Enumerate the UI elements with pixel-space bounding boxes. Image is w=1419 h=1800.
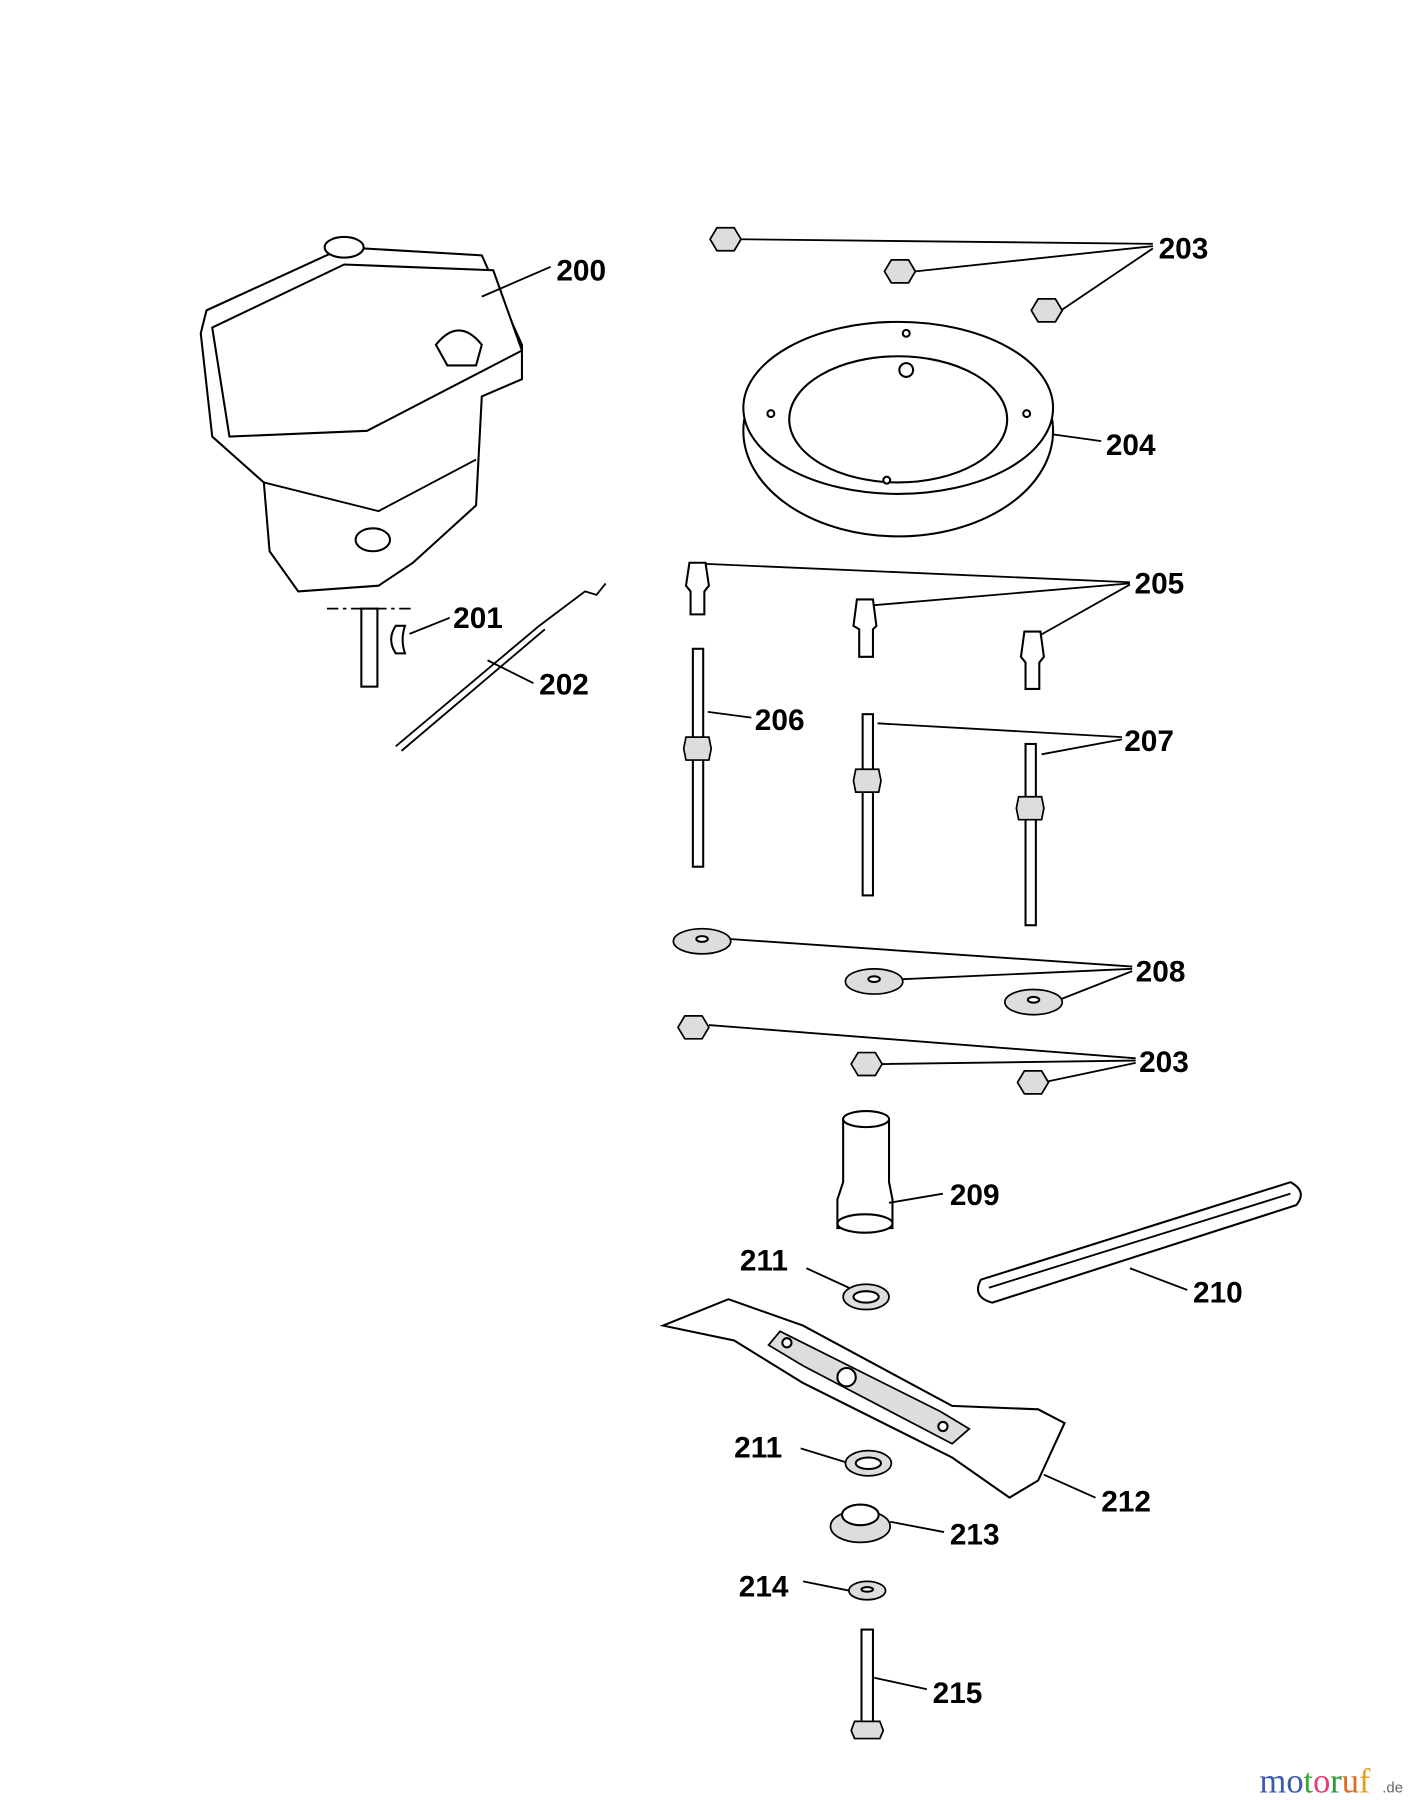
blade-holder-part-213 xyxy=(829,1503,892,1544)
washer-part-214 xyxy=(848,1580,887,1601)
watermark-letter: o xyxy=(1286,1762,1303,1800)
leader-lines xyxy=(409,238,1188,1691)
callout-203-top: 203 xyxy=(1159,233,1209,266)
callout-212: 212 xyxy=(1101,1485,1151,1518)
callout-209: 209 xyxy=(950,1179,1000,1212)
lock-nuts-bottom-part-203 xyxy=(676,1014,1050,1095)
watermark-letter: f xyxy=(1359,1762,1371,1800)
mounting-ring-part-204 xyxy=(742,320,1055,538)
shaft-key-part-201 xyxy=(326,607,413,688)
studs-part-206-207 xyxy=(682,647,1045,927)
callout-206: 206 xyxy=(755,704,805,737)
watermark-suffix: .de xyxy=(1382,1780,1403,1796)
watermark-letter: o xyxy=(1313,1762,1330,1800)
svg-text:motoruf: motoruf xyxy=(1260,1762,1371,1800)
callout-202: 202 xyxy=(539,669,589,702)
watermark-letter: u xyxy=(1342,1762,1359,1800)
watermark-letter: r xyxy=(1330,1762,1342,1800)
callout-211-top: 211 xyxy=(740,1245,788,1278)
washers-part-208 xyxy=(672,927,1064,1016)
callout-214: 214 xyxy=(739,1570,789,1603)
watermark-letter: t xyxy=(1304,1762,1314,1800)
spacers-part-205 xyxy=(684,561,1045,690)
callout-204: 204 xyxy=(1106,429,1156,462)
blade-bolt-part-215 xyxy=(850,1628,885,1740)
callout-208: 208 xyxy=(1136,955,1186,988)
throttle-cable-part-202 xyxy=(395,582,607,752)
callout-205: 205 xyxy=(1135,568,1185,601)
callout-210: 210 xyxy=(1193,1277,1243,1310)
watermark-letter: m xyxy=(1260,1762,1287,1800)
v-belt-part-210 xyxy=(977,1181,1302,1304)
callout-200: 200 xyxy=(556,255,606,288)
motoruf-watermark-logo: motoruf .de xyxy=(1260,1762,1403,1800)
callout-203-bottom: 203 xyxy=(1139,1046,1189,1079)
blade-adapter-part-209 xyxy=(836,1110,894,1234)
lock-nuts-top-part-203 xyxy=(709,226,1064,323)
engine-part-200 xyxy=(199,235,524,593)
callout-215: 215 xyxy=(933,1677,983,1710)
mower-blade-part-212 xyxy=(659,1298,1066,1499)
callout-211-bottom: 211 xyxy=(734,1432,782,1465)
callout-213: 213 xyxy=(950,1519,1000,1552)
callout-207: 207 xyxy=(1124,725,1174,758)
spring-washers-part-211 xyxy=(842,1283,893,1477)
callout-201: 201 xyxy=(453,602,503,635)
